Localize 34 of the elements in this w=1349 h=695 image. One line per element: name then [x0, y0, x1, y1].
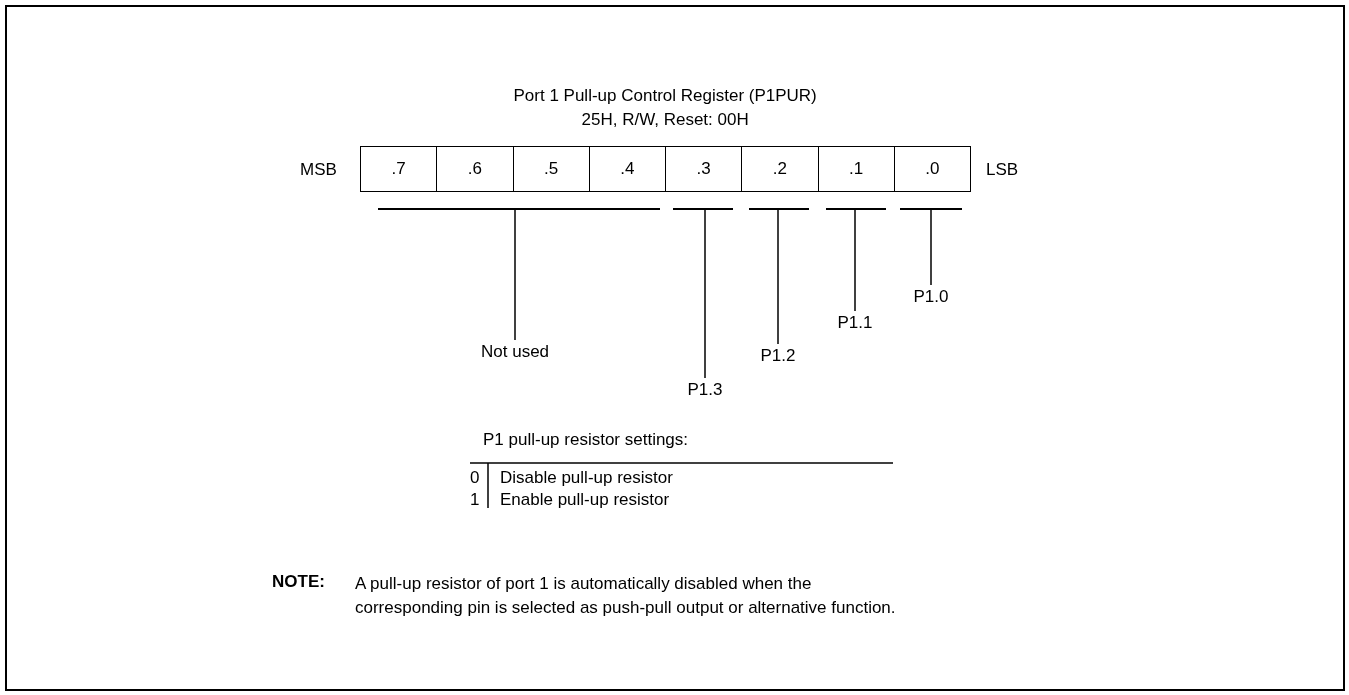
leader-line [854, 209, 856, 312]
register-bit-cell: .7 [360, 146, 438, 192]
setting-description: Enable pull-up resistor [500, 490, 670, 510]
msb-label: MSB [300, 160, 337, 180]
setting-value: 0 [470, 468, 480, 488]
bit-label: P1.3 [687, 380, 723, 400]
register-bit-cell: .5 [512, 146, 590, 192]
diagram-title: Port 1 Pull-up Control Register (P1PUR) [513, 86, 817, 106]
setting-description: Disable pull-up resistor [500, 468, 673, 488]
leader-line [777, 209, 779, 345]
bracket-line [900, 208, 962, 210]
leader-line [930, 209, 932, 286]
bracket-line [826, 208, 886, 210]
bit-label: Not used [481, 342, 550, 362]
setting-value: 1 [470, 490, 480, 510]
leader-line [514, 209, 516, 341]
register-bit-cell: .1 [817, 146, 895, 192]
register-bit-cell: .4 [588, 146, 666, 192]
bracket-line [378, 208, 660, 210]
note-heading: NOTE: [272, 572, 325, 592]
bracket-line [673, 208, 733, 210]
register-bit-cell: .3 [665, 146, 743, 192]
register-bit-cell: .6 [436, 146, 514, 192]
leader-line [704, 209, 706, 379]
table-heading: P1 pull-up resistor settings: [483, 430, 689, 450]
note-text: A pull-up resistor of port 1 is automatically disabled when the corresponding pin is selected as push-pull output or alternative function. [355, 573, 897, 619]
register-bit-cell: .2 [741, 146, 819, 192]
register-info: 25H, R/W, Reset: 00H [581, 110, 749, 130]
register-bit-cell: .0 [893, 146, 971, 192]
bit-label: P1.1 [837, 313, 873, 333]
bracket-line [749, 208, 809, 210]
bit-label: P1.0 [913, 287, 949, 307]
lsb-label: LSB [986, 160, 1019, 180]
bit-label: P1.2 [760, 346, 796, 366]
